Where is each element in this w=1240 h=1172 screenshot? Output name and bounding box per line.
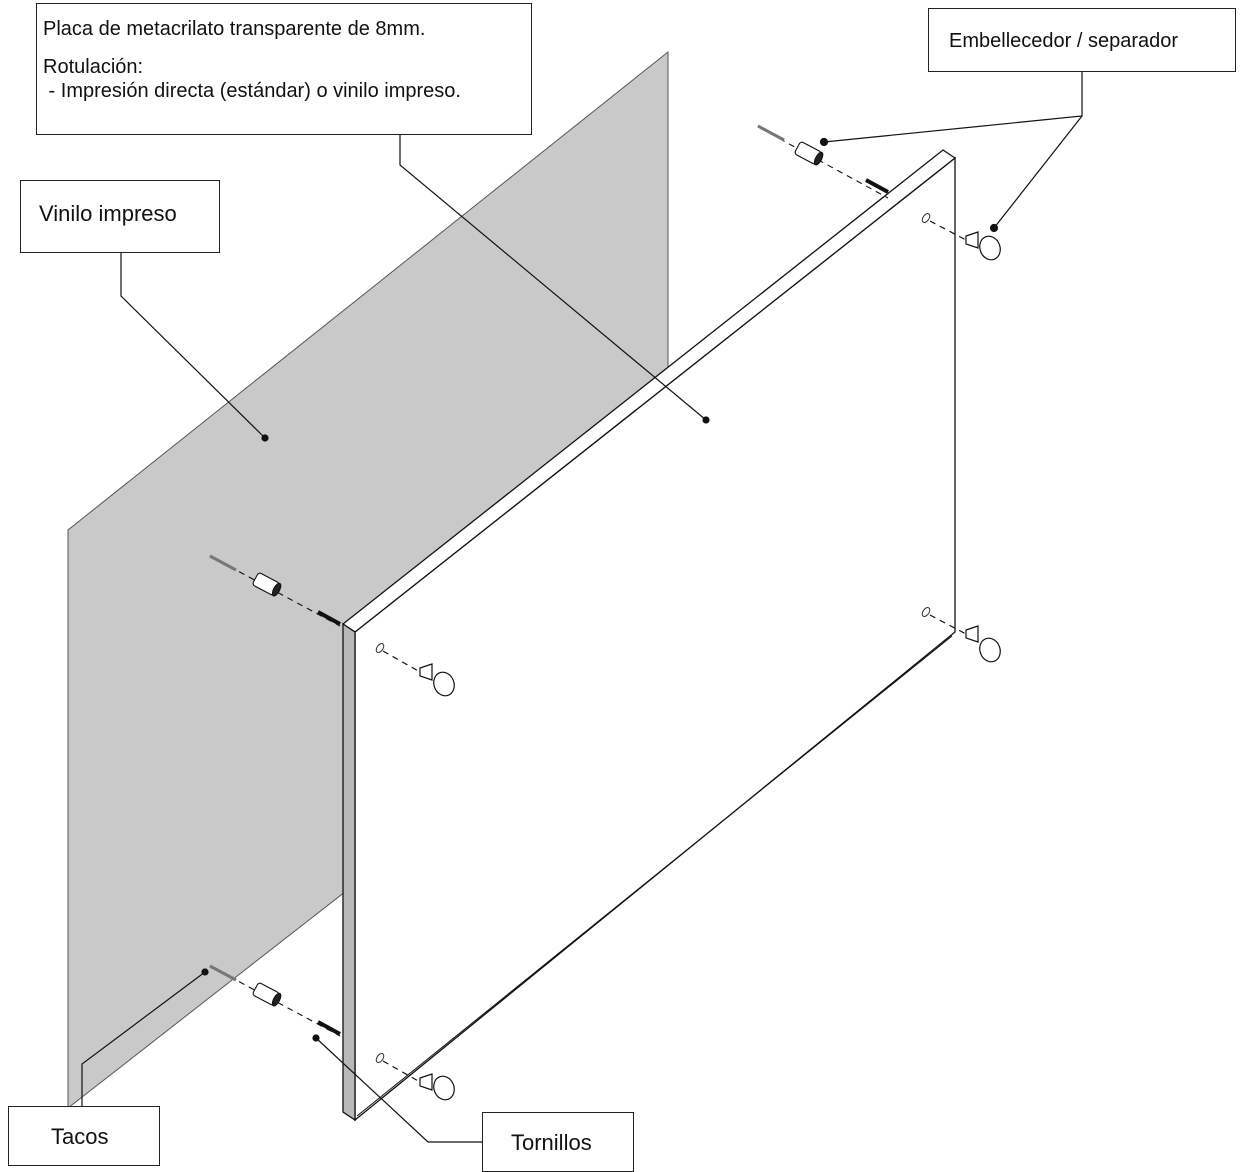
callout-tacos-label: Tacos [51,1124,109,1149]
cover-caps [382,220,1001,1101]
callout-embellecedor-label: Embellecedor / separador [949,30,1179,52]
wall-anchor-icon [209,964,237,982]
screw-icon [865,178,889,194]
leader-lines [81,72,1083,1143]
callout-placa-line1: Placa de metacrilato transparente de 8mm… [43,18,426,40]
wall-anchor-icon [757,124,785,142]
hole-bottom-left [375,1053,385,1063]
screw-icon [317,610,341,626]
hole-top-left [375,643,385,653]
callout-tacos: Tacos [8,1106,160,1166]
acrylic-plate-side-edge [342,622,356,1122]
leader-embellecedor-a [823,72,1083,143]
fastener-set-top-right [757,124,889,199]
leader-tacos [81,971,206,1106]
callout-embellecedor: Embellecedor / separador [928,8,1236,72]
cover-cap-top-right [929,220,1001,261]
screw-icon [317,1020,341,1036]
spacer-icon [252,572,282,597]
callout-tornillos: Tornillos [482,1112,634,1172]
cover-cap-top-left [382,650,455,697]
leader-tornillos [315,1037,482,1143]
leader-placa [399,135,707,421]
callout-placa: Placa de metacrilato transparente de 8mm… [36,3,532,135]
callout-placa-line3: - Impresión directa (estándar) o vinilo … [43,80,461,102]
plate-bottom-edge [356,635,953,1117]
cover-cap-bottom-right [929,614,1001,663]
callout-placa-line2: Rotulación: [43,56,144,78]
callout-tornillos-label: Tornillos [511,1130,592,1155]
wall-anchor-icon [209,554,237,572]
hole-bottom-right [921,607,931,617]
cover-cap-bottom-left [382,1060,455,1101]
hole-top-right [921,213,931,223]
spacer-icon [252,982,282,1007]
fastener-set-left-upper [209,554,341,627]
spacer-icon [794,141,824,166]
fastener-set-left-lower [209,964,341,1037]
mounting-holes [375,213,931,1063]
callout-vinilo: Vinilo impreso [20,180,220,253]
leader-vinilo [120,253,266,439]
callout-vinilo-label: Vinilo impreso [39,201,177,226]
leader-embellecedor-b [993,115,1083,229]
